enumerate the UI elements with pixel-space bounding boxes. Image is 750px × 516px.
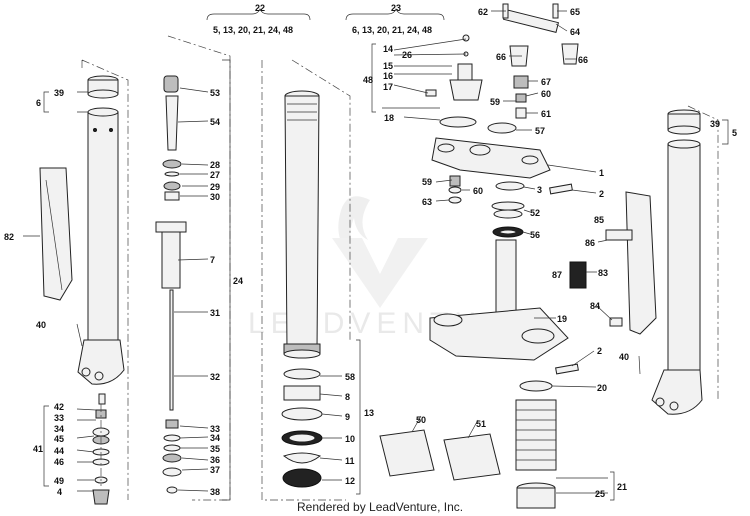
callout-66-right: 66 — [578, 55, 588, 65]
callout-33-left: 33 — [54, 413, 64, 423]
callout-42: 42 — [54, 402, 64, 412]
callout-63: 63 — [422, 197, 432, 207]
callout-8: 8 — [345, 392, 350, 402]
callout-11: 11 — [345, 456, 355, 466]
right-fork-guard — [569, 191, 657, 335]
callout-83: 83 — [598, 268, 608, 278]
callout-18: 18 — [384, 113, 394, 123]
callout-6: 6 — [36, 98, 41, 108]
callout-50: 50 — [416, 415, 426, 425]
callout-45: 45 — [54, 434, 64, 444]
callout-44: 44 — [54, 446, 64, 456]
callout-37: 37 — [210, 465, 220, 475]
callout-85: 85 — [594, 215, 604, 225]
callout-21: 21 — [617, 482, 627, 492]
callout-46: 46 — [54, 457, 64, 467]
group-23-members: 6, 13, 20, 21, 24, 48 — [352, 25, 432, 35]
callout-12: 12 — [345, 476, 355, 486]
callout-66-left: 66 — [496, 52, 506, 62]
callout-36: 36 — [210, 455, 220, 465]
callout-34-left: 34 — [54, 424, 64, 434]
callout-24: 24 — [233, 276, 243, 286]
group-22-members: 5, 13, 20, 21, 24, 48 — [213, 25, 293, 35]
callout-33-center: 33 — [210, 424, 220, 434]
group-23-label: 23 — [391, 3, 401, 13]
callout-29: 29 — [210, 182, 220, 192]
callout-17: 17 — [383, 82, 393, 92]
group-23-bracket: 23 6, 13, 20, 21, 24, 48 — [345, 3, 445, 35]
callout-39-right: 39 — [710, 119, 720, 129]
callout-48: 48 — [363, 75, 373, 85]
watermark-v-icon — [332, 238, 428, 308]
callout-35: 35 — [210, 444, 220, 454]
callout-62: 62 — [478, 7, 488, 17]
callout-59-top: 59 — [490, 97, 500, 107]
callout-54: 54 — [210, 117, 220, 127]
callout-4: 4 — [57, 487, 62, 497]
left-fork-guard — [39, 167, 73, 301]
fork-bushing-bags — [379, 429, 501, 481]
callout-15: 15 — [383, 61, 393, 71]
callout-32: 32 — [210, 372, 220, 382]
callout-26: 26 — [402, 50, 412, 60]
callout-51: 51 — [476, 419, 486, 429]
left-damper-base-parts — [92, 393, 110, 505]
callout-86: 86 — [585, 238, 595, 248]
callout-9: 9 — [345, 412, 350, 422]
callout-56: 56 — [530, 230, 540, 240]
group-22-label: 22 — [255, 3, 265, 13]
callout-10: 10 — [345, 434, 355, 444]
right-outer-fork-tube — [651, 105, 719, 415]
callout-64: 64 — [570, 27, 580, 37]
callout-25: 25 — [595, 489, 605, 499]
callout-40-right: 40 — [619, 352, 629, 362]
callout-87: 87 — [552, 270, 562, 280]
callout-39-left: 39 — [54, 88, 64, 98]
footer-caption: Rendered by LeadVenture, Inc. — [297, 500, 463, 514]
callout-1: 1 — [599, 168, 604, 178]
callout-20: 20 — [597, 383, 607, 393]
callout-27: 27 — [210, 170, 220, 180]
callout-60-mid: 60 — [473, 186, 483, 196]
callout-2-upper: 2 — [599, 189, 604, 199]
callout-2-lower: 2 — [597, 346, 602, 356]
callout-61: 61 — [541, 109, 551, 119]
callout-53: 53 — [210, 88, 220, 98]
callout-5: 5 — [732, 128, 737, 138]
callout-65: 65 — [570, 7, 580, 17]
fork-cap-parts — [425, 34, 483, 128]
steering-stem-lower-clamp — [429, 201, 579, 509]
callout-40-left: 40 — [36, 320, 46, 330]
inner-tube-seal-stack — [281, 368, 323, 488]
left-outer-fork-tube — [77, 59, 129, 500]
callout-57: 57 — [535, 126, 545, 136]
callout-49: 49 — [54, 476, 64, 486]
callout-52: 52 — [530, 208, 540, 218]
upper-triple-clamp — [431, 122, 573, 204]
callout-3: 3 — [537, 185, 542, 195]
callout-84: 84 — [590, 301, 600, 311]
callout-38: 38 — [210, 487, 220, 497]
handlebar-clamp-parts — [502, 3, 579, 119]
callout-13: 13 — [364, 408, 374, 418]
group-22-bracket: 22 5, 13, 20, 21, 24, 48 — [206, 3, 311, 35]
callout-30: 30 — [210, 192, 220, 202]
callout-14: 14 — [383, 44, 393, 54]
callout-31: 31 — [210, 308, 220, 318]
callout-16: 16 — [383, 71, 393, 81]
callout-labels: 62 65 64 66 66 14 26 48 15 16 17 67 60 5… — [4, 7, 737, 499]
callout-28: 28 — [210, 160, 220, 170]
callout-59-mid: 59 — [422, 177, 432, 187]
callout-19: 19 — [557, 314, 567, 324]
callout-34-center: 34 — [210, 433, 220, 443]
callout-82: 82 — [4, 232, 14, 242]
callout-67: 67 — [541, 77, 551, 87]
callout-41: 41 — [33, 444, 43, 454]
leader-lines — [23, 10, 729, 501]
callout-58: 58 — [345, 372, 355, 382]
inner-fork-tube — [261, 59, 351, 501]
callout-60-top: 60 — [541, 89, 551, 99]
callout-7: 7 — [210, 255, 215, 265]
